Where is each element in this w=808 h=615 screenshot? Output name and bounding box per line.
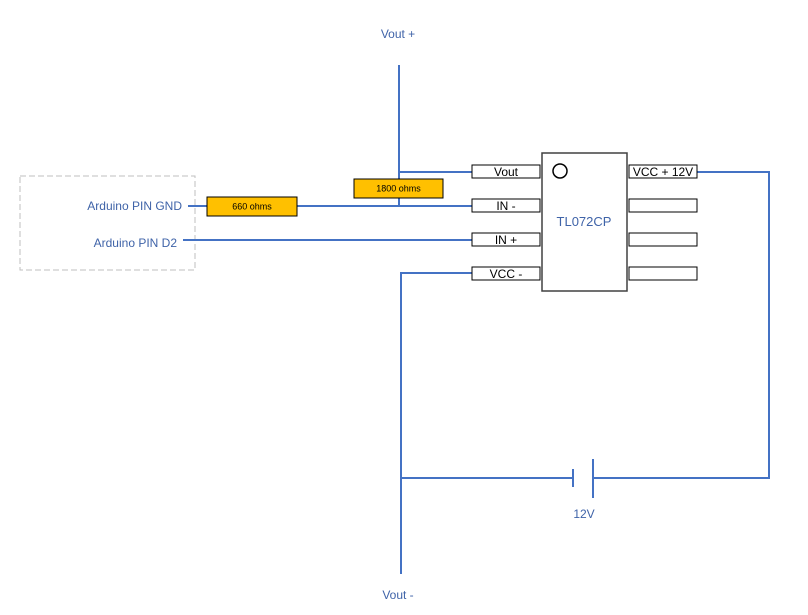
- arduino-d2-label: Arduino PIN D2: [94, 236, 178, 250]
- resistor-660-label: 660 ohms: [232, 202, 272, 212]
- pin-in-plus-label: IN +: [495, 233, 517, 247]
- vout-minus-label: Vout -: [382, 588, 413, 602]
- arduino-box: [19, 175, 196, 271]
- wire-vcc-plus-to-battery: [593, 171, 770, 479]
- pin-in-plus: [471, 232, 541, 247]
- resistor-1800-label: 1800 ohms: [376, 184, 421, 194]
- pin-right-2: [628, 198, 698, 213]
- pin-vcc-minus: [471, 266, 541, 281]
- pin-vout: [471, 164, 541, 179]
- battery-voltage-label: 12V: [573, 507, 594, 521]
- pin-vcc-minus-label: VCC -: [490, 267, 523, 281]
- vout-plus-label: Vout +: [381, 27, 415, 41]
- pin-right-4: [628, 266, 698, 281]
- pin-vout-label: Vout: [494, 165, 519, 179]
- pin-vcc-plus-label: VCC + 12V: [633, 165, 693, 179]
- chip-name: TL072CP: [557, 214, 612, 229]
- wire-vcc-minus-to-vout-minus: [400, 272, 472, 574]
- pin-in-minus-label: IN -: [496, 199, 515, 213]
- resistor-660: [206, 196, 298, 217]
- pin-in-minus: [471, 198, 541, 213]
- resistor-1800: [353, 178, 444, 199]
- pin1-marker-icon: [552, 163, 568, 179]
- arduino-gnd-label: Arduino PIN GND: [87, 199, 182, 213]
- pin-right-3: [628, 232, 698, 247]
- pin-vcc-plus: [628, 164, 698, 179]
